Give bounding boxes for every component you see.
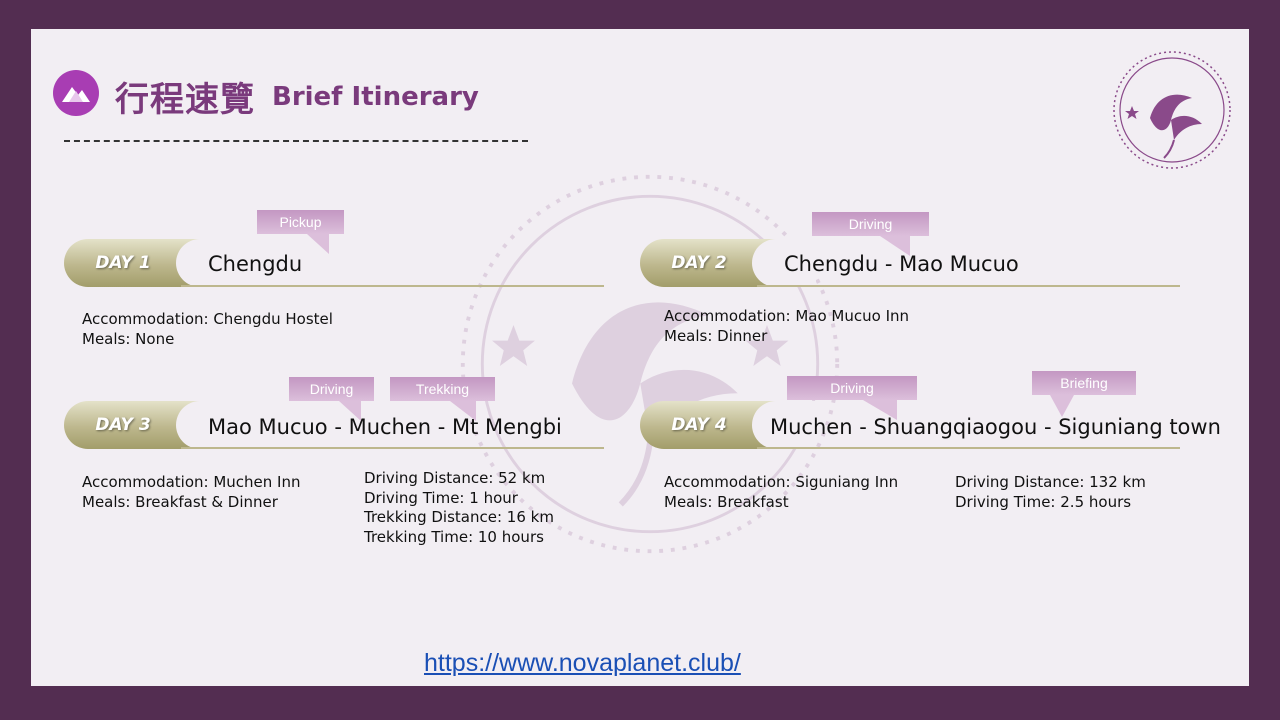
day-4-details: Accommodation: Siguniang Inn Meals: Brea… bbox=[664, 473, 898, 512]
day-2-tag-driving: Driving bbox=[812, 212, 929, 236]
day-3-label: DAY 3 bbox=[95, 415, 151, 435]
day-2-accommodation: Accommodation: Mao Mucuo Inn bbox=[664, 307, 910, 325]
day-4-accommodation: Accommodation: Siguniang Inn bbox=[664, 473, 899, 491]
day-1-tag-pickup: Pickup bbox=[257, 210, 344, 234]
day-1-meals: Meals: None bbox=[82, 329, 175, 348]
day-3-route: Mao Mucuo - Muchen - Mt Mengbi bbox=[208, 415, 562, 439]
day-2-underline bbox=[757, 285, 1180, 287]
nova-adventure-logo bbox=[1113, 51, 1231, 169]
day-4-tag-briefing: Briefing bbox=[1032, 371, 1136, 395]
day-4-tag-briefing-pointer bbox=[1050, 395, 1074, 417]
day-3-driving-distance: Driving Distance: 52 km bbox=[364, 469, 546, 487]
day-3-tag-trekking: Trekking bbox=[390, 377, 495, 401]
day-1-tag-pointer bbox=[307, 234, 329, 254]
day-3-meals: Meals: Breakfast & Dinner bbox=[82, 492, 278, 511]
mountain-icon bbox=[53, 70, 99, 116]
day-2-tag-pointer bbox=[880, 236, 910, 256]
day-4-stats: Driving Distance: 132 km Driving Time: 2… bbox=[955, 473, 1146, 512]
day-4-meals: Meals: Breakfast bbox=[664, 492, 789, 511]
day-3-stats: Driving Distance: 52 km Driving Time: 1 … bbox=[364, 469, 554, 547]
day-2-route: Chengdu - Mao Mucuo bbox=[784, 252, 1019, 276]
day-2-meals: Meals: Dinner bbox=[664, 326, 768, 345]
page-title-english: Brief Itinerary bbox=[272, 82, 479, 112]
day-4-tag-driving-pointer bbox=[863, 400, 897, 420]
day-1-details: Accommodation: Chengdu Hostel Meals: Non… bbox=[82, 310, 333, 349]
day-3-driving-time: Driving Time: 1 hour bbox=[364, 488, 518, 507]
day-2-badge-cap bbox=[752, 239, 816, 287]
day-1-badge-cap bbox=[176, 239, 240, 287]
day-3-details: Accommodation: Muchen Inn Meals: Breakfa… bbox=[82, 473, 300, 512]
day-3-badge-cap bbox=[176, 401, 240, 449]
day-1-route: Chengdu bbox=[208, 252, 303, 276]
day-3-trekking-time: Trekking Time: 10 hours bbox=[364, 527, 544, 546]
day-3-tag-trekking-pointer bbox=[450, 401, 476, 421]
day-2-details: Accommodation: Mao Mucuo Inn Meals: Dinn… bbox=[664, 307, 909, 346]
day-4-driving-distance: Driving Distance: 132 km bbox=[955, 473, 1146, 491]
day-4-underline bbox=[757, 447, 1180, 449]
day-3-underline bbox=[181, 447, 604, 449]
watermark-logo bbox=[460, 174, 840, 554]
day-1-underline bbox=[181, 285, 604, 287]
website-link[interactable]: https://www.novaplanet.club/ bbox=[424, 649, 741, 677]
page-title-chinese: 行程速覽 bbox=[115, 80, 255, 120]
day-3-tag-driving: Driving bbox=[289, 377, 374, 401]
title-divider bbox=[64, 140, 528, 142]
day-4-driving-time: Driving Time: 2.5 hours bbox=[955, 492, 1132, 511]
day-3-accommodation: Accommodation: Muchen Inn bbox=[82, 473, 301, 491]
day-4-label: DAY 4 bbox=[671, 415, 727, 435]
day-4-badge-cap bbox=[752, 401, 816, 449]
slide: 行程速覽 Brief Itinerary DAY 1 Chengdu Picku… bbox=[31, 29, 1249, 686]
day-1-accommodation: Accommodation: Chengdu Hostel bbox=[82, 310, 333, 328]
day-3-trekking-distance: Trekking Distance: 16 km bbox=[364, 508, 554, 526]
day-3-tag-driving-pointer bbox=[339, 401, 361, 421]
day-4-tag-driving: Driving bbox=[787, 376, 917, 400]
day-1-label: DAY 1 bbox=[95, 253, 151, 273]
day-4-route: Muchen - Shuangqiaogou - Siguniang town bbox=[770, 415, 1221, 439]
day-2-label: DAY 2 bbox=[671, 253, 727, 273]
